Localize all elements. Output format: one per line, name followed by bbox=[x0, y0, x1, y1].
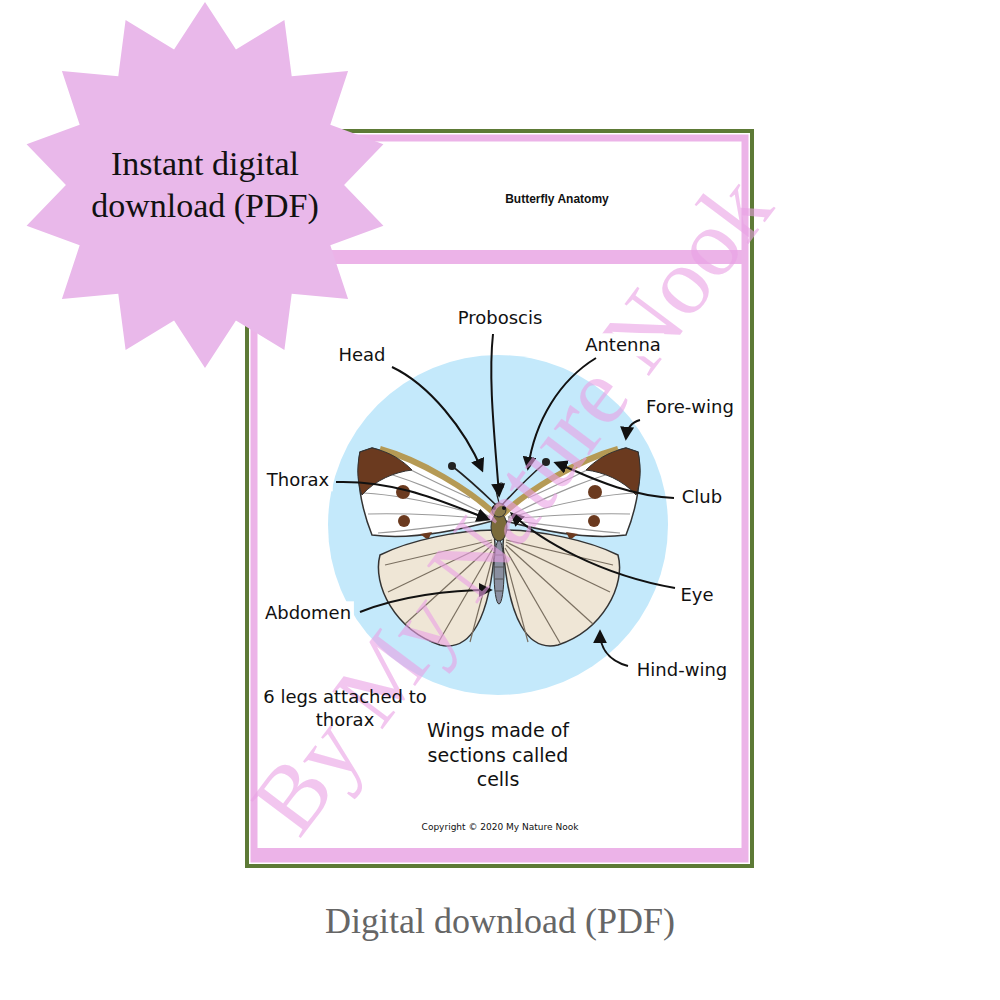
part-label: Fore-wing bbox=[643, 395, 737, 418]
note: Wings made of sections called cells bbox=[405, 718, 591, 792]
part-label: Club bbox=[679, 485, 725, 508]
starburst-outline bbox=[27, 2, 384, 368]
starburst-shape bbox=[20, 0, 390, 370]
caption: Digital download (PDF) bbox=[0, 900, 1000, 942]
copyright: Copyright © 2020 My Nature Nook bbox=[419, 822, 582, 834]
part-label: Antenna bbox=[582, 333, 664, 356]
note: 6 legs attached to thorax bbox=[255, 685, 436, 732]
badge-text-holder: Instant digital download (PDF) bbox=[20, 0, 390, 370]
part-label: Eye bbox=[677, 583, 716, 606]
part-label: Hind-wing bbox=[634, 658, 730, 681]
part-label: Thorax bbox=[264, 468, 333, 491]
starburst-badge: Instant digital download (PDF) bbox=[20, 0, 390, 370]
part-label: Head bbox=[335, 343, 388, 366]
badge-text: Instant digital download (PDF) bbox=[80, 143, 330, 228]
part-label: Proboscis bbox=[455, 306, 546, 329]
part-label: Abdomen bbox=[262, 601, 354, 624]
